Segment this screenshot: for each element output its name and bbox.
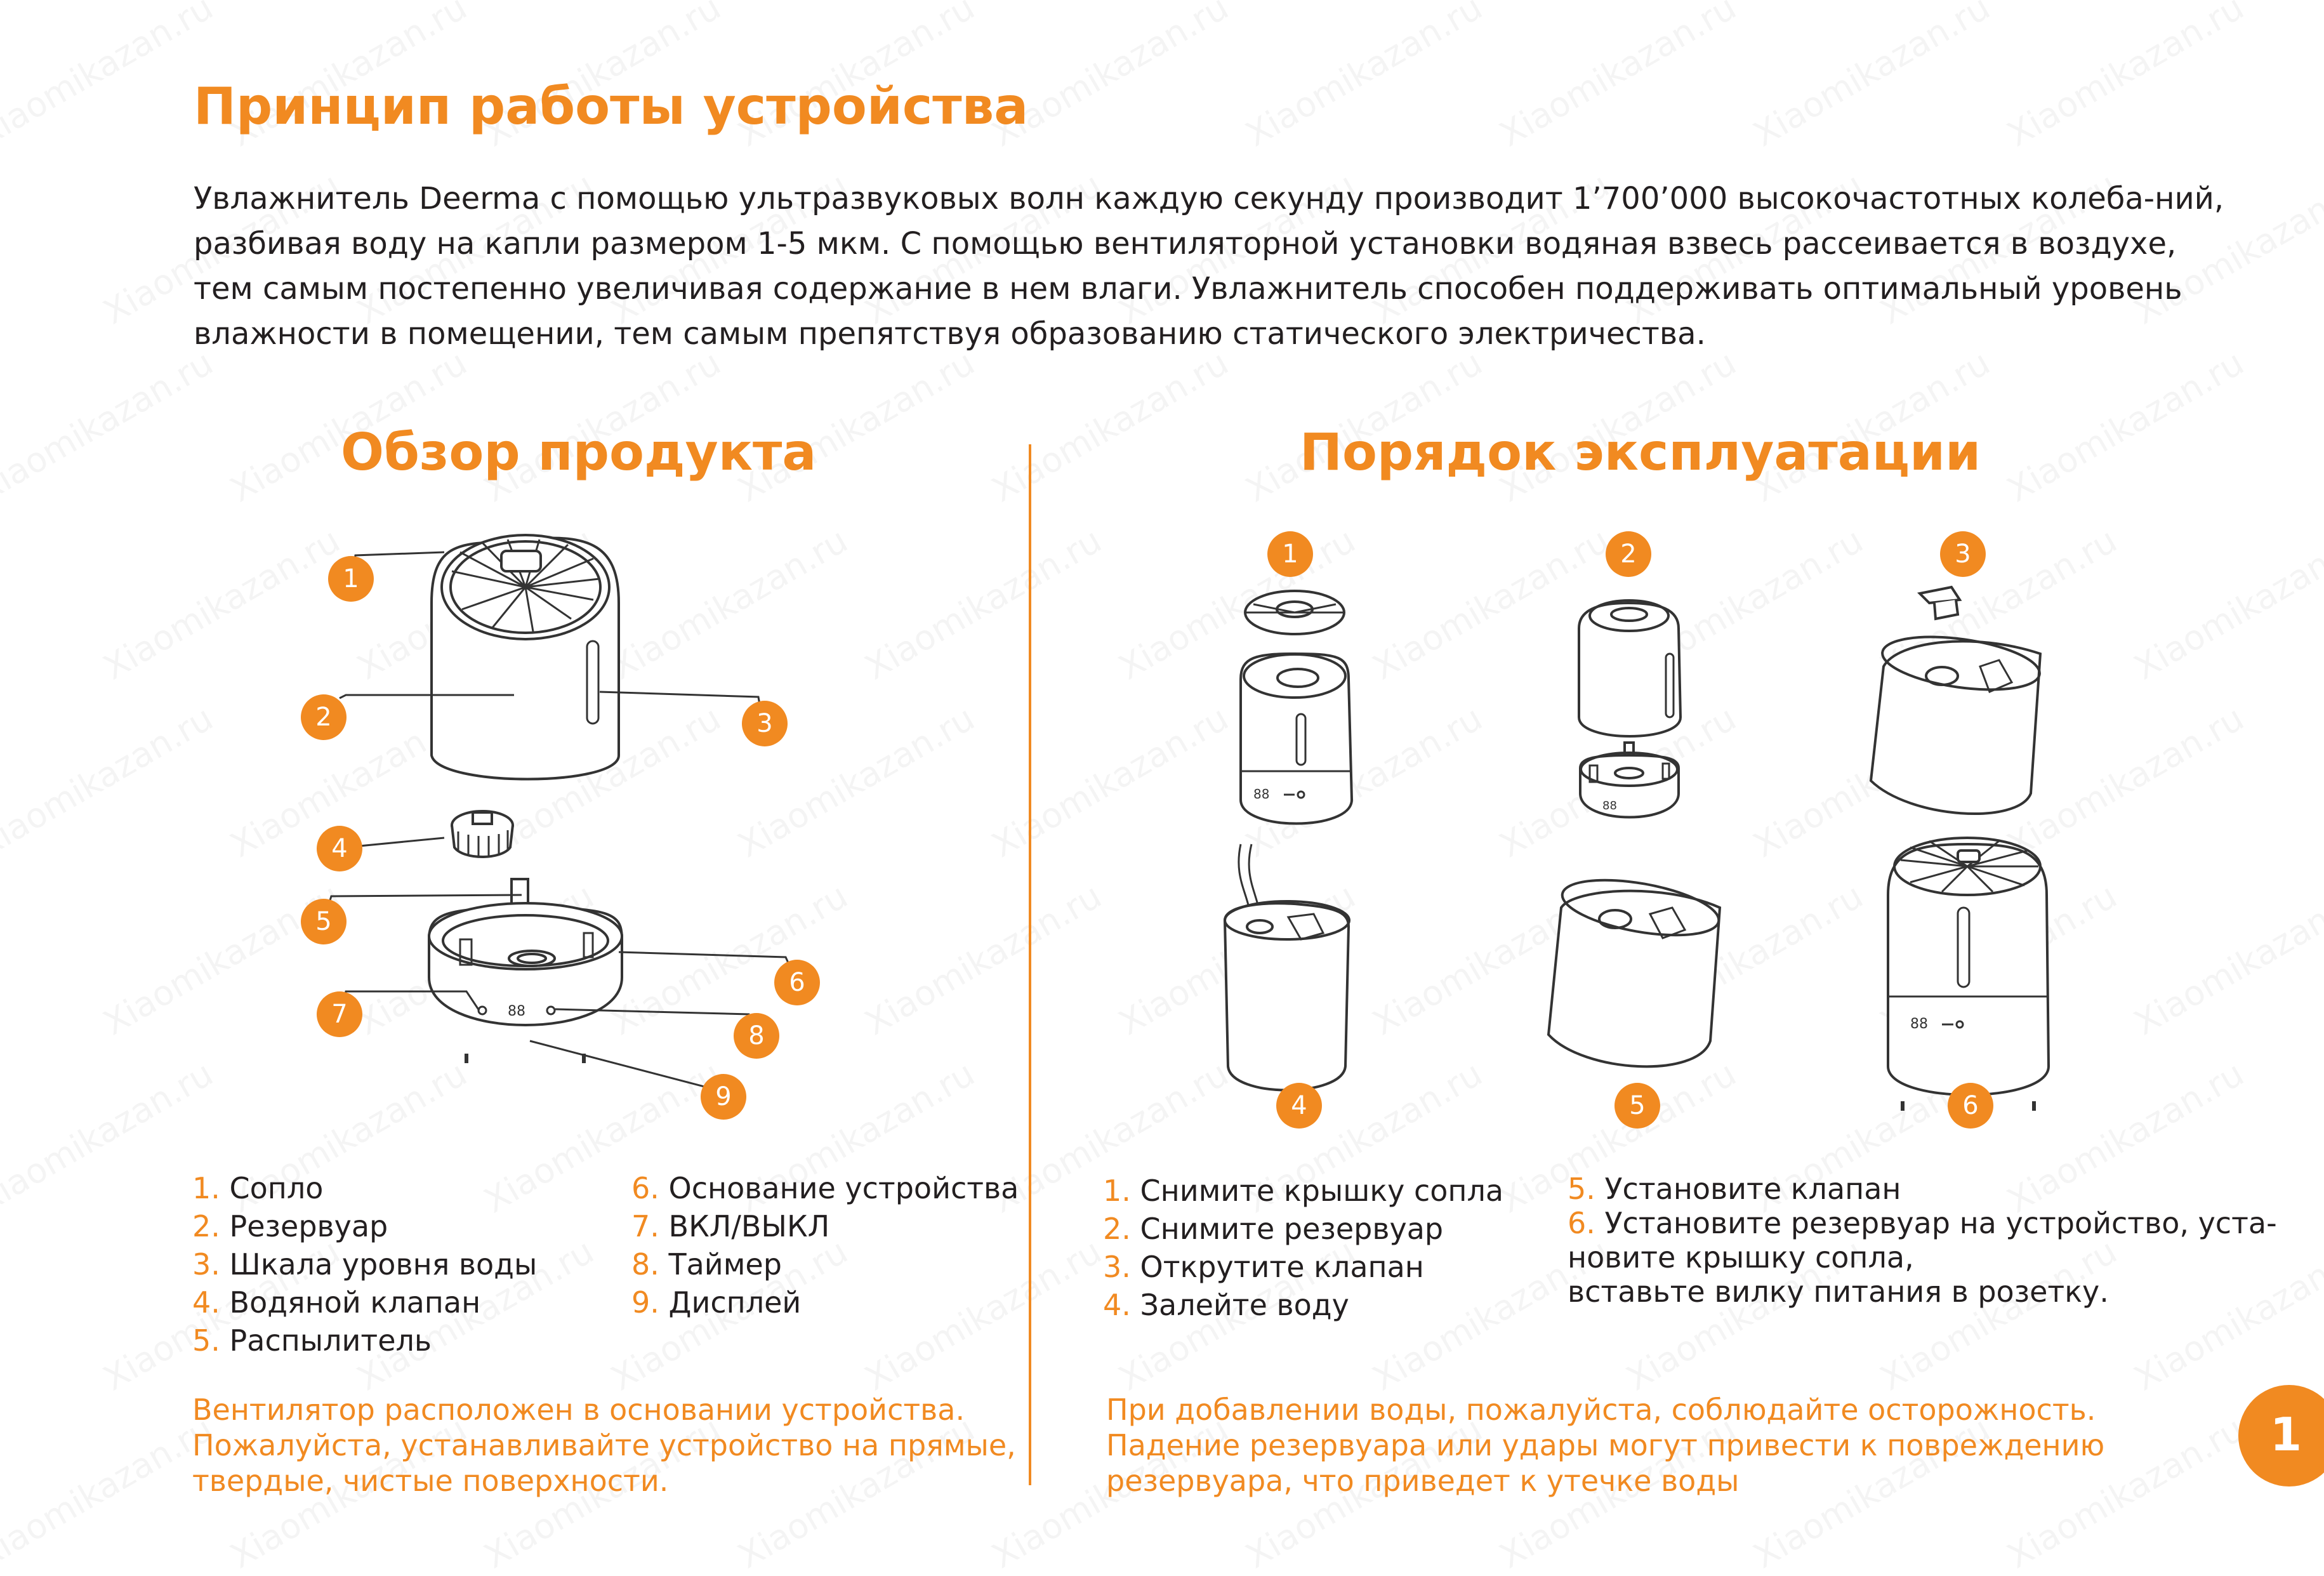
part-item-label: Шкала уровня воды [220, 1247, 538, 1281]
overview-callout-2: 2 [301, 694, 347, 740]
step-item-number: 2. [1103, 1212, 1131, 1246]
step1-illustration: 88 [1239, 590, 1354, 825]
part-item-label: Дисплей [659, 1285, 802, 1320]
operation-title: Порядок эксплуатации [1300, 423, 1981, 482]
part-item-number: 8. [631, 1247, 659, 1281]
step-item: 3. Открутите клапан [1103, 1248, 1503, 1286]
operation-note-line: Падение резервуара или удары могут приве… [1106, 1428, 2105, 1462]
step-item-label: Установите клапан [1595, 1172, 1901, 1206]
operation-note-line: резервуара, что приведет к утечке воды [1106, 1464, 1740, 1498]
operation-note-line: При добавлении воды, пожалуйста, соблюда… [1106, 1393, 2096, 1427]
step-item: вставьте вилку питания в розетку. [1568, 1275, 2277, 1309]
overview-note-line: Вентилятор расположен в основании устрой… [192, 1393, 965, 1427]
step-item-number: 5. [1568, 1172, 1595, 1206]
part-item-number: 7. [631, 1209, 659, 1243]
step-item-label: Залейте воду [1130, 1288, 1349, 1322]
step-item-number: 3. [1103, 1250, 1131, 1284]
part-item: 9. Дисплей [631, 1283, 1019, 1321]
overview-base [428, 878, 623, 1063]
overview-callout-8: 8 [734, 1013, 779, 1059]
step-item: 1. Снимите крышку сопла [1103, 1172, 1503, 1210]
page-number: 1 [2270, 1408, 2302, 1461]
step5-illustration [1547, 878, 1722, 1068]
step-item: 6. Установите резервуар на устройство, у… [1568, 1206, 2277, 1240]
part-item-number: 2. [192, 1209, 220, 1243]
part-item: 7. ВКЛ/ВЫКЛ [631, 1207, 1019, 1245]
part-item: 6. Основание устройства [631, 1169, 1019, 1207]
part-item-label: Распылитель [220, 1323, 432, 1358]
step-item-label: вставьте вилку питания в розетку. [1568, 1275, 2109, 1309]
overview-callout-1: 1 [328, 556, 374, 602]
part-item-label: Таймер [659, 1247, 782, 1281]
step-item-label: Снимите крышку сопла [1130, 1174, 1504, 1208]
step3-illustration [1869, 585, 2042, 815]
step-item: 4. Залейте воду [1103, 1286, 1503, 1324]
part-item-label: Резервуар [220, 1209, 388, 1243]
step6-illustration: 88 [1887, 837, 2050, 1111]
overview-callout-7: 7 [317, 991, 362, 1037]
part-item: 3. Шкала уровня воды [192, 1245, 537, 1283]
step-item-label: новите крышку сопла, [1568, 1240, 1914, 1275]
part-item-number: 5. [192, 1323, 220, 1358]
part-item: 8. Таймер [631, 1245, 1019, 1283]
operation-note: При добавлении воды, пожалуйста, соблюда… [1106, 1392, 2104, 1499]
part-item-number: 3. [192, 1247, 220, 1281]
intro-paragraph: Увлажнитель Deerma с помощью ультразвуко… [194, 181, 2224, 352]
step-item-label: Снимите резервуар [1130, 1212, 1444, 1246]
page-number-badge: 1 [2238, 1385, 2324, 1487]
part-item-label: Основание устройства [659, 1171, 1019, 1205]
svg-text:88: 88 [1910, 1016, 1928, 1032]
part-item: 1. Сопло [192, 1169, 537, 1207]
part-item: 2. Резервуар [192, 1207, 537, 1245]
svg-text:88: 88 [1602, 799, 1617, 812]
part-item: 4. Водяной клапан [192, 1283, 537, 1321]
step-callout-6: 6 [1948, 1083, 1993, 1129]
step-callout-2: 2 [1606, 531, 1651, 577]
step-item-label: Открутите клапан [1130, 1250, 1424, 1284]
part-item-label: Сопло [220, 1171, 324, 1205]
part-item: 5. Распылитель [192, 1321, 537, 1360]
step-item-number: 6. [1568, 1206, 1595, 1240]
step2-illustration: 88 [1578, 599, 1682, 819]
step-item-number: 4. [1103, 1288, 1131, 1322]
section-divider [1029, 444, 1031, 1485]
overview-callout-4: 4 [317, 826, 362, 871]
step-callout-4: 4 [1276, 1083, 1322, 1129]
part-item-label: ВКЛ/ВЫКЛ [659, 1209, 830, 1243]
page-title: Принцип работы устройства [194, 77, 1029, 136]
overview-callout-6: 6 [774, 960, 820, 1005]
overview-title: Обзор продукта [341, 423, 817, 482]
overview-note: Вентилятор расположен в основании устрой… [192, 1392, 1016, 1499]
part-item-number: 1. [192, 1171, 220, 1205]
step-item: 2. Снимите резервуар [1103, 1210, 1503, 1248]
step-item: 5. Установите клапан [1568, 1172, 2277, 1206]
overview-callout-5: 5 [301, 899, 347, 944]
part-item-label: Водяной клапан [220, 1285, 481, 1320]
overview-note-line: твердые, чистые поверхности. [192, 1464, 669, 1498]
part-item-number: 9. [631, 1285, 659, 1320]
part-item-number: 4. [192, 1285, 220, 1320]
svg-text:88: 88 [1253, 786, 1269, 802]
step-item-number: 1. [1103, 1174, 1131, 1208]
step-item-label: Установите резервуар на устройство, уста… [1595, 1206, 2277, 1240]
overview-display-digits: 88 [508, 1003, 525, 1019]
step4-illustration [1223, 844, 1350, 1092]
overview-callout-3: 3 [742, 701, 788, 746]
overview-tank [430, 534, 620, 781]
step-callout-1: 1 [1267, 531, 1313, 577]
part-item-number: 6. [631, 1171, 659, 1205]
overview-valve [451, 810, 514, 858]
step-callout-3: 3 [1940, 531, 1986, 577]
overview-note-line: Пожалуйста, устанавливайте устройство на… [192, 1428, 1016, 1462]
step-callout-5: 5 [1614, 1083, 1660, 1129]
overview-callout-9: 9 [701, 1074, 746, 1120]
step-item: новите крышку сопла, [1568, 1240, 2277, 1275]
